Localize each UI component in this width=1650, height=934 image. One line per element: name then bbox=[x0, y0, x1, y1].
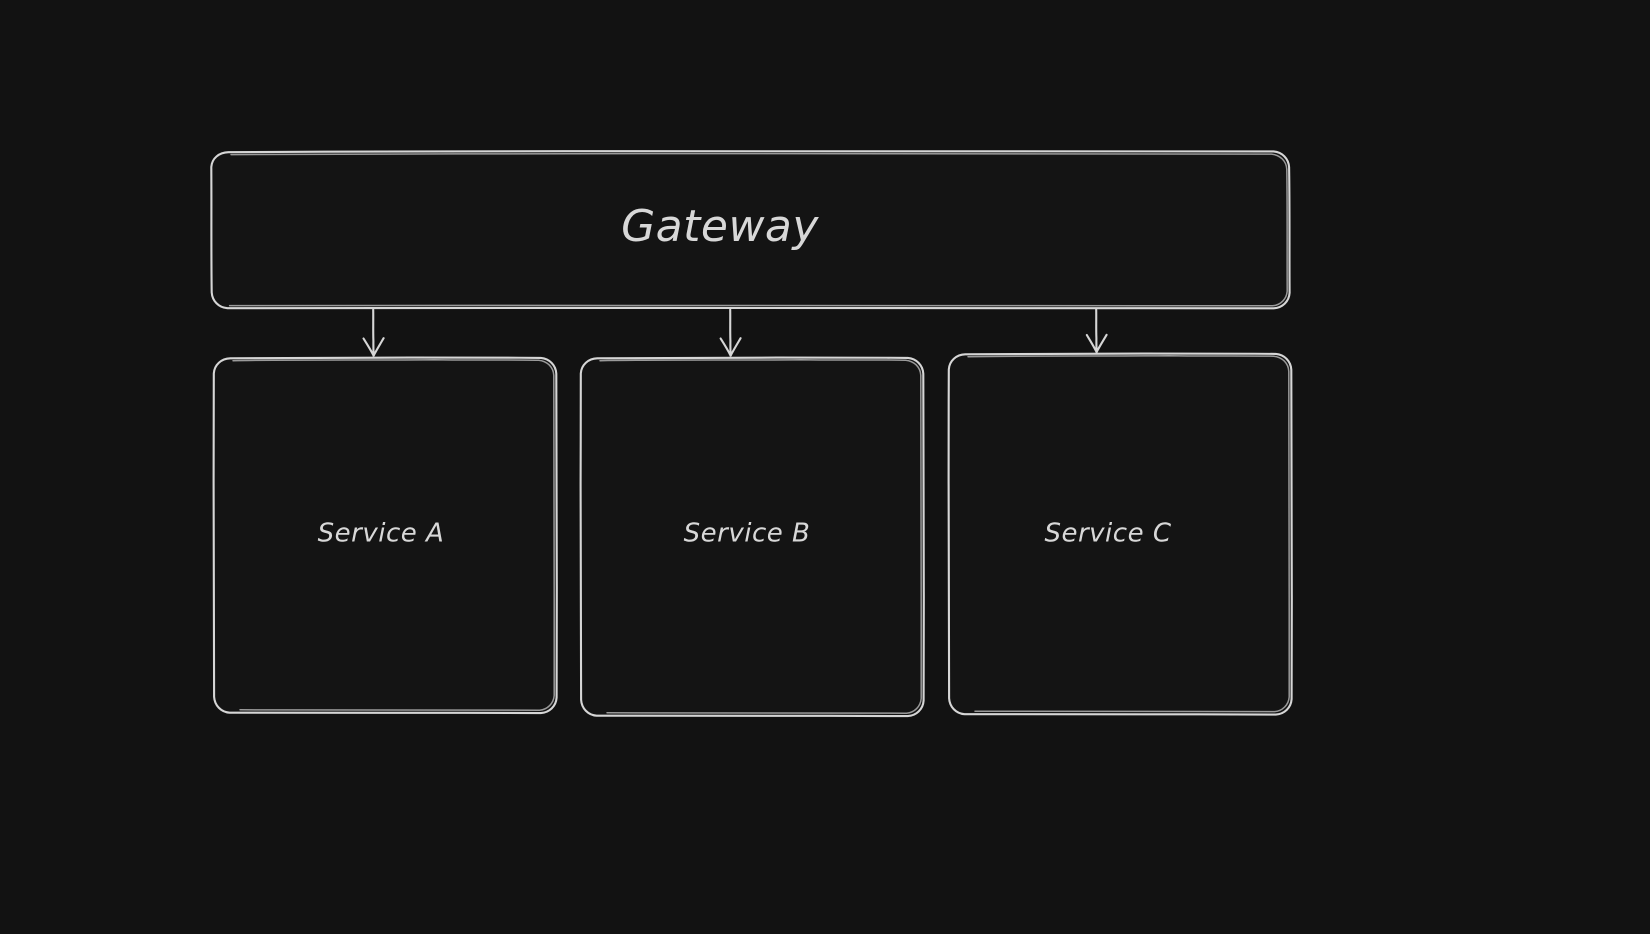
node-service-b-background bbox=[580, 357, 924, 717]
node-gateway-background bbox=[211, 151, 1290, 308]
node-service-c-background bbox=[948, 353, 1292, 715]
node-service-c-label: Service C bbox=[1044, 519, 1171, 549]
node-service-b-outline bbox=[579, 356, 925, 718]
node-service-a[interactable]: Service A bbox=[212, 356, 558, 715]
edge-gateway-service-a[interactable] bbox=[362, 308, 385, 357]
node-service-b-label: Service B bbox=[684, 519, 811, 549]
edge-gateway-service-c-arrowhead-right bbox=[1095, 333, 1108, 354]
edge-gateway-service-c[interactable] bbox=[1085, 308, 1108, 354]
node-gateway-label: Gateway bbox=[621, 201, 819, 252]
edge-gateway-service-a-arrowhead-right bbox=[372, 337, 385, 357]
node-gateway-outline bbox=[210, 150, 1291, 310]
node-service-c-outline-second-pass bbox=[967, 354, 1291, 713]
edge-gateway-service-b[interactable] bbox=[719, 308, 742, 357]
edge-gateway-service-a-arrowhead-left bbox=[362, 337, 375, 357]
edge-gateway-service-b-arrowhead-left bbox=[719, 337, 732, 357]
node-service-b-outline-second-pass bbox=[599, 358, 923, 714]
node-service-a-outline-second-pass bbox=[232, 358, 556, 711]
node-service-a-label: Service A bbox=[318, 519, 445, 549]
node-service-c[interactable]: Service C bbox=[947, 352, 1293, 716]
node-service-a-background bbox=[213, 357, 557, 714]
edge-gateway-service-c-arrowhead-left bbox=[1085, 333, 1098, 354]
node-service-b[interactable]: Service B bbox=[579, 356, 925, 718]
node-service-c-outline bbox=[947, 352, 1293, 716]
node-gateway-outline-second-pass bbox=[228, 152, 1288, 307]
node-gateway[interactable]: Gateway bbox=[210, 150, 1291, 310]
node-service-a-outline bbox=[212, 356, 558, 715]
edge-gateway-service-b-arrowhead-right bbox=[729, 337, 742, 357]
